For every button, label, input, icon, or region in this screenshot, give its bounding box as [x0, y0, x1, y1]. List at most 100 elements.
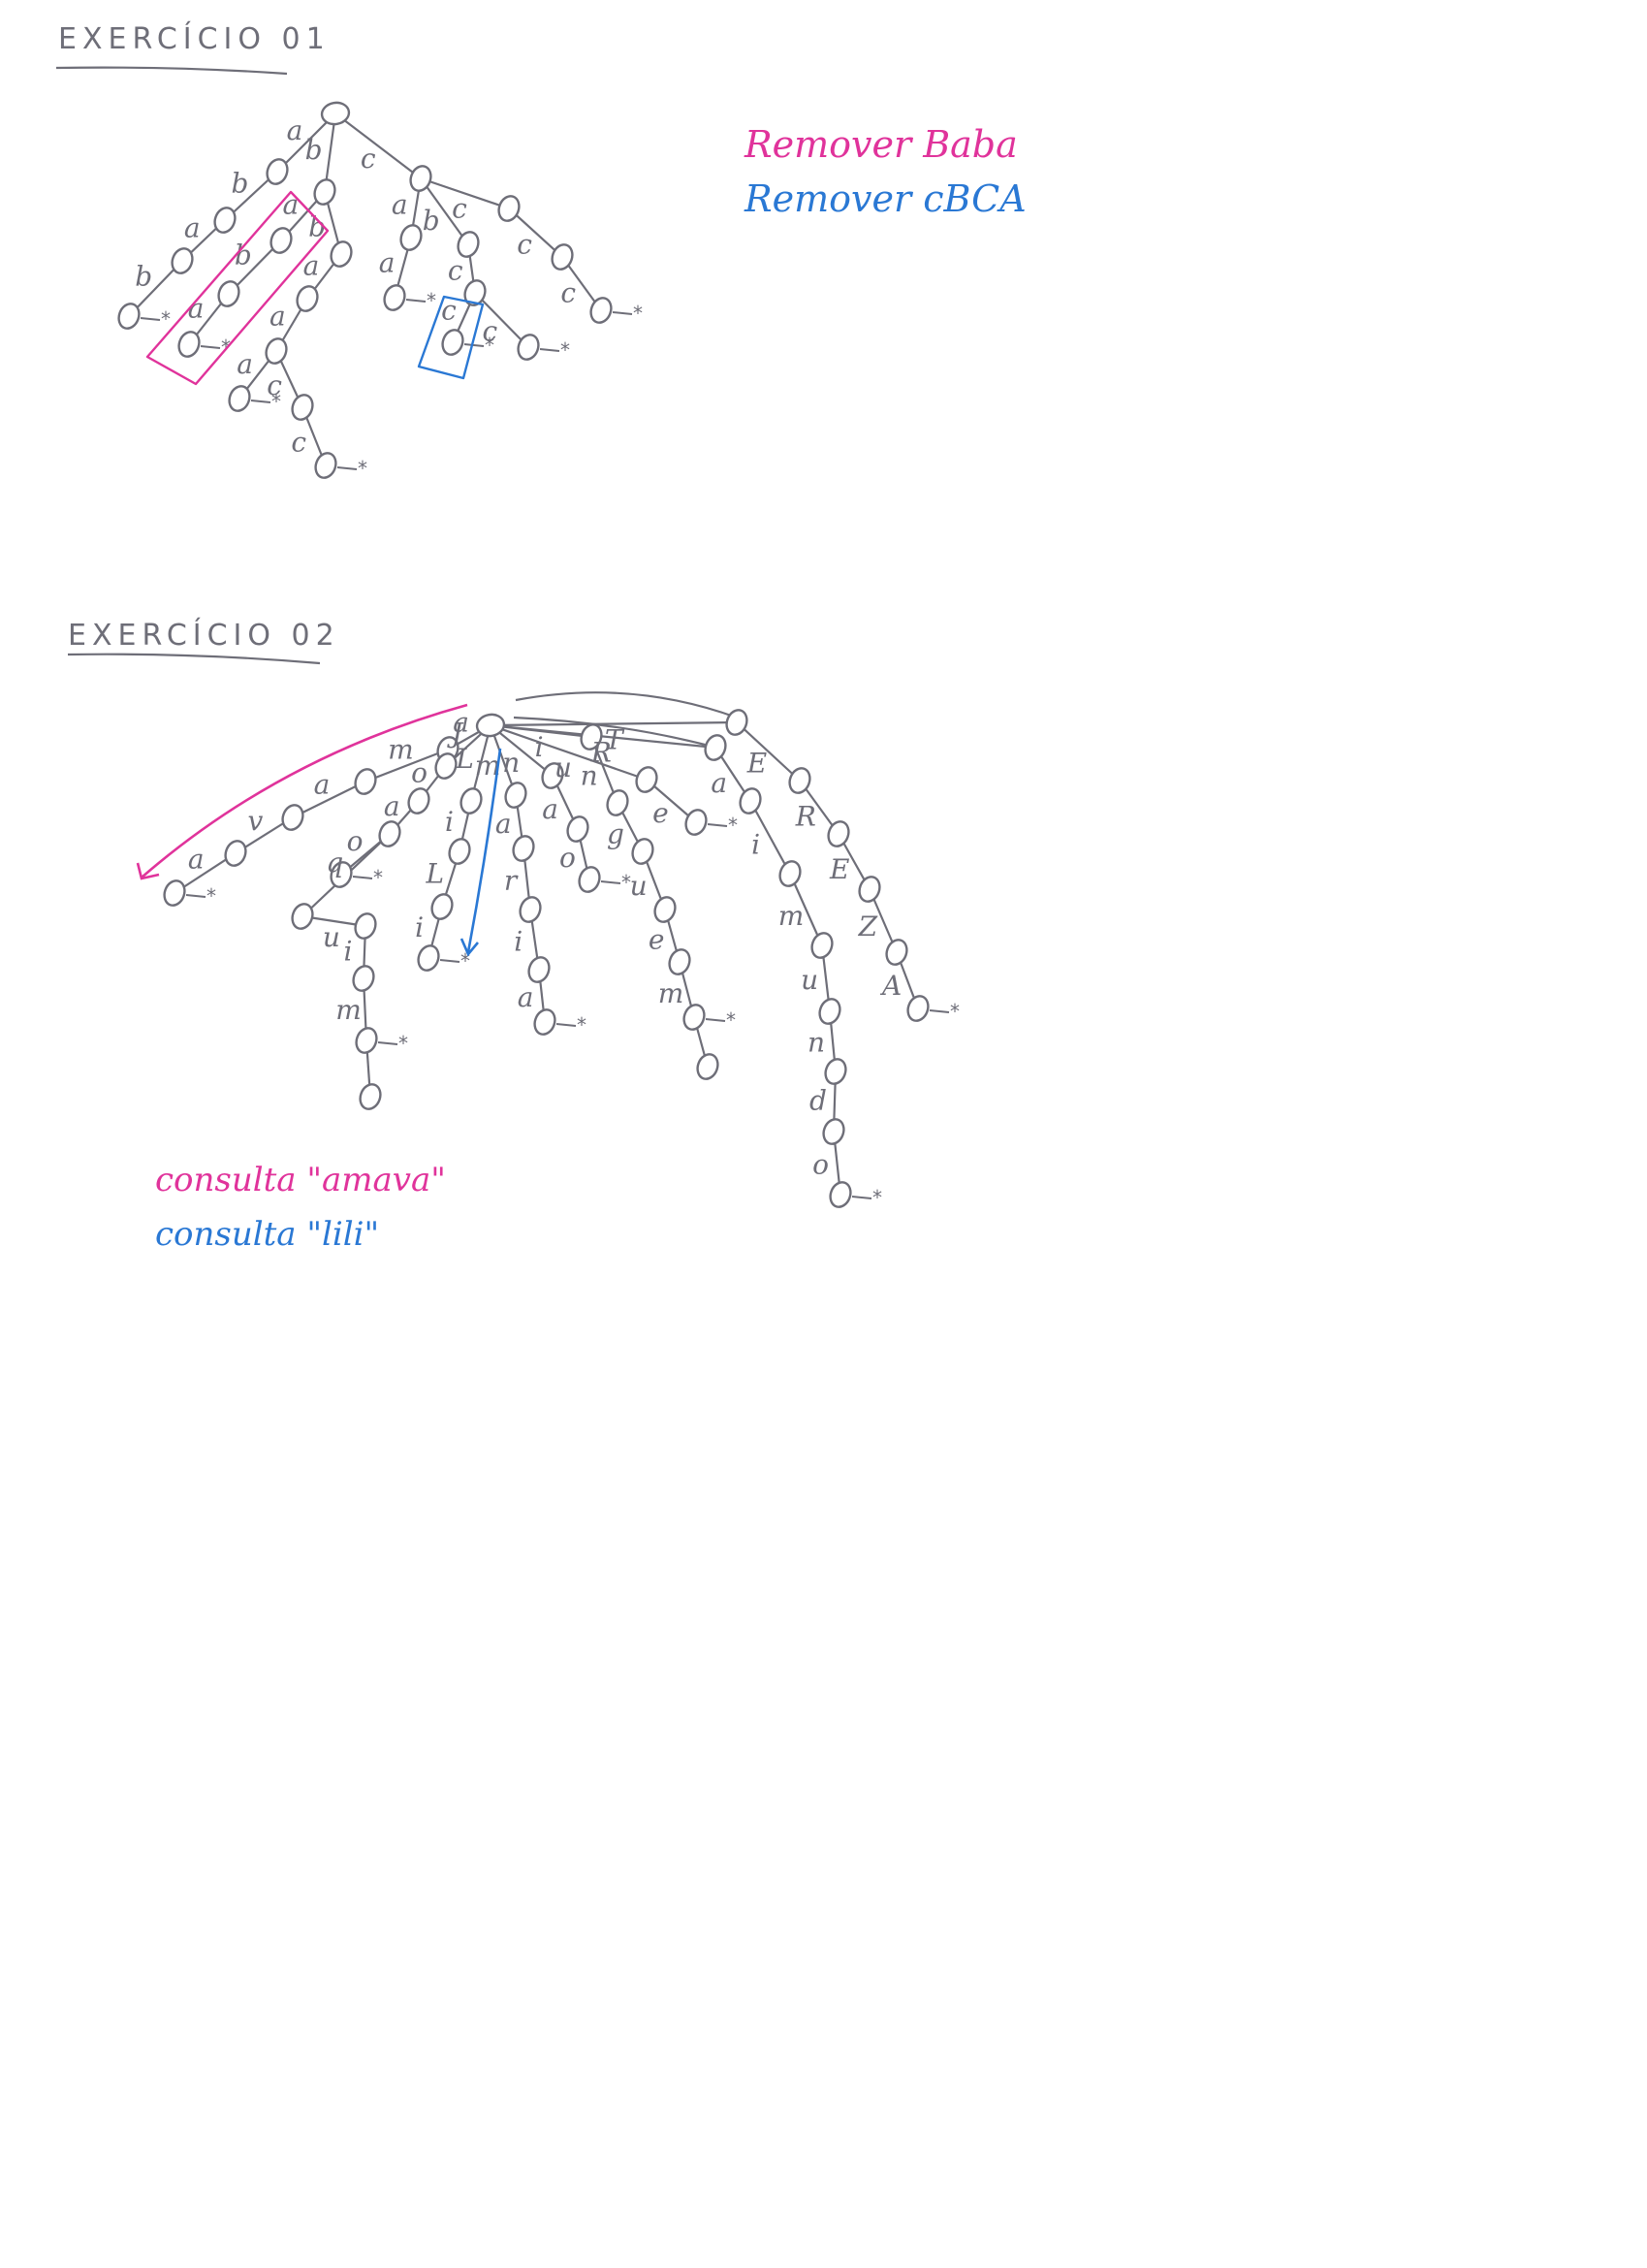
ex1-edge-label: b — [308, 210, 326, 242]
ex1-edge-label: c — [361, 143, 376, 175]
ex2-edge — [489, 723, 717, 750]
ex2-edge-label: g — [607, 818, 624, 850]
ex2-node — [354, 912, 377, 940]
ex2-node — [527, 956, 551, 983]
ex1-edge-label: b — [135, 261, 152, 293]
ex2-node — [417, 944, 440, 972]
ex2-edge-label: u — [801, 964, 818, 996]
ex2-edge-label: o — [347, 825, 364, 857]
ex1-end-marker — [612, 311, 633, 315]
ex1-node — [409, 165, 432, 192]
ex2-edge-label: R — [590, 736, 612, 768]
ex1-node — [551, 243, 574, 271]
ex2-node — [359, 1083, 382, 1110]
ex2-edge-label: u — [554, 751, 572, 783]
ex1-edge — [473, 291, 530, 349]
exercise2-title-underline — [67, 653, 321, 665]
ex1-root-node — [320, 101, 351, 126]
ex1-edge-label: c — [483, 315, 498, 347]
ex2-node — [788, 767, 811, 794]
ex2-edge — [513, 716, 713, 749]
ex2-end-star: * — [621, 871, 631, 894]
ex1-edge-label: a — [237, 348, 253, 380]
ex1-node — [517, 334, 540, 361]
ex2-edge-label: m — [778, 900, 805, 932]
ex2-edge — [735, 720, 802, 783]
ex2-edge-label: m — [335, 994, 362, 1026]
ex2-node — [778, 860, 802, 887]
ex2-edge-label: a — [384, 790, 400, 822]
ex2-node — [822, 1118, 845, 1145]
ex2-edge-label: i — [445, 806, 454, 838]
ex2-node — [725, 709, 748, 736]
ex2-end-star: * — [872, 1186, 882, 1209]
ex2-node — [668, 948, 691, 975]
ex1-edge-label: c — [441, 295, 457, 327]
ex2-node — [355, 1027, 378, 1054]
ex1-edge-label: a — [379, 247, 396, 279]
ex1-edge-label: b — [423, 205, 440, 237]
ex1-edge-label: a — [188, 292, 205, 324]
ex1-edge-label: c — [517, 229, 532, 261]
ex1-node — [399, 224, 423, 251]
ex1-node — [330, 240, 353, 268]
ex2-node — [810, 932, 834, 959]
remove-baba-highlight-box — [145, 190, 330, 386]
ex2-node — [606, 789, 629, 816]
ex2-edge — [489, 723, 518, 797]
ex2-node — [578, 866, 601, 893]
ex2-edge-label: T — [605, 723, 625, 755]
ex2-node — [378, 820, 401, 847]
ex2-edge-label: n — [581, 759, 598, 791]
ex2-node — [631, 838, 654, 865]
ex2-edge — [788, 872, 824, 947]
ex2-node — [352, 965, 375, 992]
ex2-node — [163, 879, 186, 907]
ex2-edge-label: Z — [858, 910, 878, 942]
ex1-edge-label: c — [452, 193, 467, 225]
ex2-edge-label: d — [809, 1084, 827, 1116]
ex2-edge — [489, 720, 739, 727]
ex1-end-marker — [140, 317, 161, 321]
ex2-end-star: * — [726, 1008, 736, 1032]
ex2-end-star: * — [206, 884, 216, 908]
ex2-end-star: * — [950, 1000, 960, 1023]
ex2-node — [696, 1053, 719, 1080]
ex2-edge-label: m — [658, 977, 684, 1009]
ex2-node — [430, 893, 454, 920]
ex2-edge-label: n — [502, 747, 520, 779]
ex2-end-star: * — [460, 949, 470, 973]
ex1-node — [314, 452, 337, 479]
ex2-edge-label: r — [504, 864, 519, 896]
ex2-node — [824, 1058, 847, 1085]
ex2-edge-label: m — [388, 734, 414, 766]
ex1-end-marker — [250, 399, 271, 403]
ex1-node — [269, 227, 293, 254]
ex2-edge-label: A — [879, 970, 902, 1002]
ex1-node — [313, 178, 336, 206]
ex2-edge-label: e — [652, 797, 669, 829]
ex1-end-star: * — [427, 289, 436, 312]
ex1-node — [265, 337, 288, 365]
ex2-edge-label: o — [559, 842, 576, 874]
ex2-node — [541, 762, 564, 789]
ex1-node — [117, 303, 141, 330]
ex2-edge — [748, 799, 792, 876]
ex1-edge-label: a — [392, 189, 408, 221]
ex2-node — [818, 998, 841, 1025]
ex1-node — [497, 195, 521, 222]
ex1-node — [457, 231, 480, 258]
ex2-end-marker — [851, 1196, 872, 1199]
ex2-node — [580, 723, 603, 751]
ex2-edge-label: u — [630, 870, 648, 902]
ex2-node — [448, 838, 471, 865]
ex2-root-node — [475, 713, 506, 738]
ex1-edge — [333, 112, 423, 180]
ex1-edge-label: c — [267, 369, 282, 401]
ex2-edge-label: L — [455, 743, 474, 775]
ex2-end-marker — [707, 823, 728, 827]
ex1-node — [213, 207, 237, 234]
ex1-node — [266, 158, 289, 185]
ex2-edge-label: i — [344, 935, 353, 967]
